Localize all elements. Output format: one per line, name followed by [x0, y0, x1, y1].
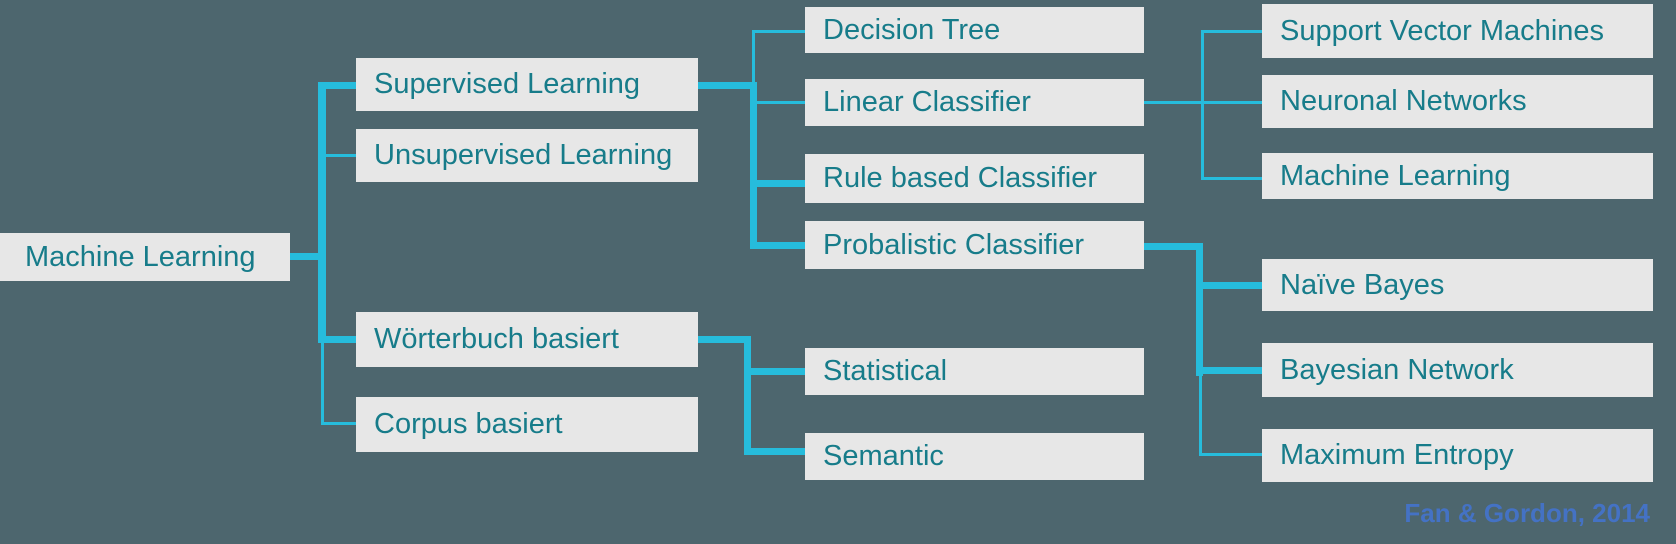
node-semantic: Semantic	[805, 433, 1144, 480]
connector-segment-0	[290, 253, 323, 260]
node-statistical: Statistical	[805, 348, 1144, 395]
connector-segment-8	[752, 30, 755, 85]
node-woerterbuch-basiert: Wörterbuch basiert	[356, 312, 698, 367]
node-probalistic-classifier: Probalistic Classifier	[805, 221, 1144, 269]
connector-segment-3	[318, 82, 358, 89]
connector-segment-11	[752, 101, 805, 104]
node-decision-tree: Decision Tree	[805, 7, 1144, 53]
connector-segment-4	[325, 154, 356, 157]
node-machine-learning: Machine Learning	[0, 233, 290, 281]
node-bayesian-network: Bayesian Network	[1262, 343, 1653, 397]
connector-segment-7	[698, 82, 757, 89]
connector-segment-2	[321, 340, 324, 425]
connector-segment-18	[1144, 243, 1203, 250]
connector-segment-10	[752, 30, 805, 33]
connector-segment-9	[750, 82, 757, 249]
connector-segment-17	[1201, 177, 1262, 180]
connector-segment-19	[1196, 243, 1203, 376]
node-support-vector-machines: Support Vector Machines	[1262, 4, 1653, 58]
connector-segment-27	[744, 448, 806, 455]
node-naive-bayes: Naïve Bayes	[1262, 259, 1653, 311]
connector-segment-1	[318, 83, 326, 343]
node-rule-based-classifier: Rule based Classifier	[805, 154, 1144, 203]
connector-segment-5	[318, 336, 358, 343]
node-linear-classifier: Linear Classifier	[805, 79, 1144, 126]
node-maximum-entropy: Maximum Entropy	[1262, 429, 1653, 482]
node-neuronal-networks: Neuronal Networks	[1262, 75, 1653, 128]
connector-segment-6	[321, 422, 356, 425]
connector-segment-22	[1199, 373, 1202, 455]
connector-segment-23	[1199, 453, 1262, 456]
connector-segment-24	[698, 336, 751, 343]
node-corpus-basiert: Corpus basiert	[356, 397, 698, 452]
node-supervised-learning: Supervised Learning	[356, 58, 698, 111]
source-caption: Fan & Gordon, 2014	[1404, 498, 1650, 528]
connector-segment-13	[750, 242, 805, 249]
connector-segment-25	[744, 336, 751, 455]
node-unsupervised-learning: Unsupervised Learning	[356, 129, 698, 182]
connector-segment-20	[1196, 282, 1262, 289]
connector-segment-16	[1201, 30, 1262, 33]
node-machine-learning-leaf: Machine Learning	[1262, 153, 1653, 199]
connector-segment-26	[744, 368, 806, 375]
connector-segment-21	[1196, 367, 1262, 374]
connector-segment-12	[750, 180, 805, 187]
connector-segment-15	[1201, 30, 1204, 180]
